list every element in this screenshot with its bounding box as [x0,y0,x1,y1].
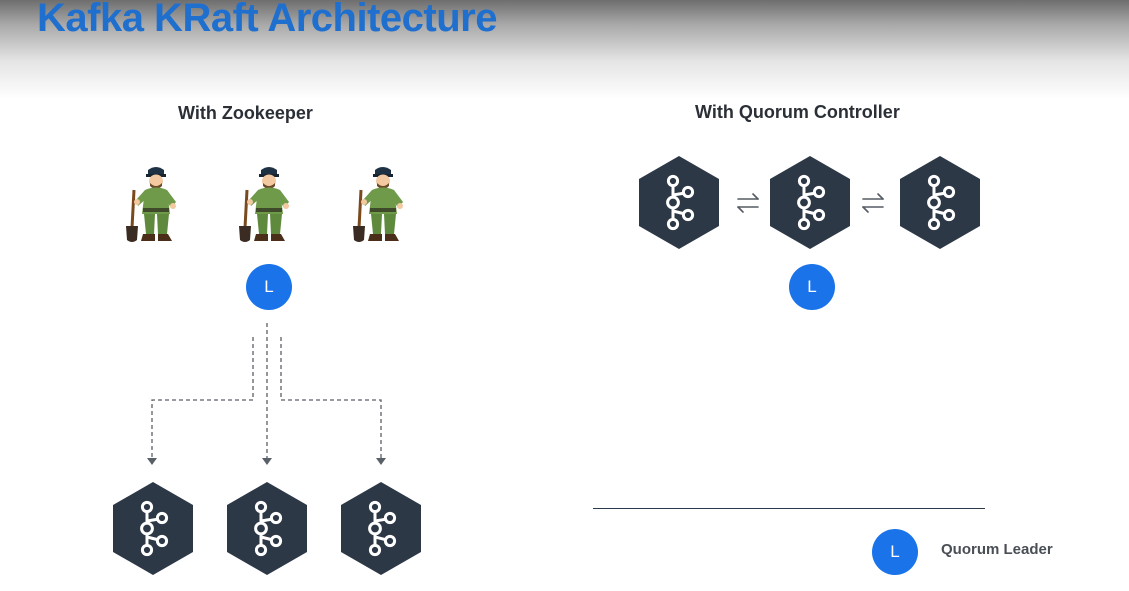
zookeeper-leader-badge: L [246,264,292,310]
bidirectional-arrow-icon [859,192,887,214]
legend-leader-badge: L [872,529,918,575]
bidirectional-arrow-icon [734,192,762,214]
arrow-head-icon [376,458,386,465]
quorum-leader-badge: L [789,264,835,310]
zookeeper-section-title: With Zookeeper [178,103,313,123]
page-title: Kafka KRaft Architecture [37,0,497,40]
kafka-controller-icon [638,155,720,250]
arrow-head-icon [262,458,272,465]
legend-divider [593,508,985,509]
arrow-head-icon [147,458,157,465]
quorum-section-title: With Quorum Controller [695,102,900,122]
legend-label: Quorum Leader [941,541,1053,558]
kafka-broker-icon [340,481,422,576]
kafka-broker-icon [112,481,194,576]
kafka-controller-icon [769,155,851,250]
kafka-controller-icon [899,155,981,250]
title-banner [0,0,1129,110]
kafka-broker-icon [226,481,308,576]
